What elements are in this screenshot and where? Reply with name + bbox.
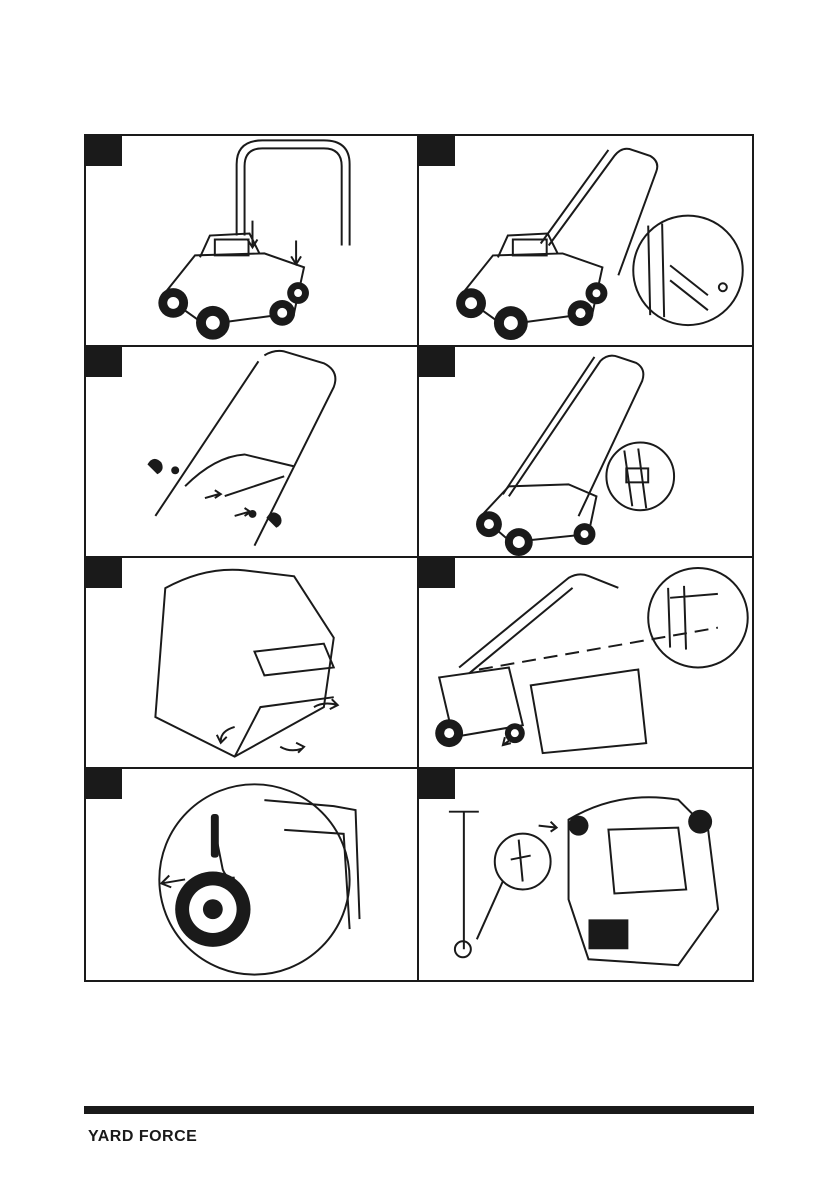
mower-handle-attach-illustration — [86, 136, 417, 345]
step-panel-8 — [419, 769, 752, 980]
step-panel-2 — [419, 136, 752, 347]
cutting-height-lever-illustration — [86, 769, 417, 980]
footer-rule — [84, 1106, 754, 1114]
step-panel-7 — [86, 769, 419, 980]
brand-logo: YARD FORCE — [88, 1128, 197, 1146]
step-panel-6 — [419, 558, 752, 769]
assembly-steps-grid — [84, 134, 754, 982]
handle-screws-detail-illustration — [419, 136, 752, 345]
step-panel-3 — [86, 347, 419, 558]
upper-handle-knobs-illustration — [86, 347, 417, 556]
step-panel-5 — [86, 558, 419, 769]
step-panel-1 — [86, 136, 419, 347]
grass-bag-frame-illustration — [86, 558, 417, 767]
grass-bag-attach-illustration — [419, 558, 752, 767]
cable-clip-detail-illustration — [419, 347, 752, 556]
oil-dipstick-illustration — [419, 769, 752, 980]
step-panel-4 — [419, 347, 752, 558]
